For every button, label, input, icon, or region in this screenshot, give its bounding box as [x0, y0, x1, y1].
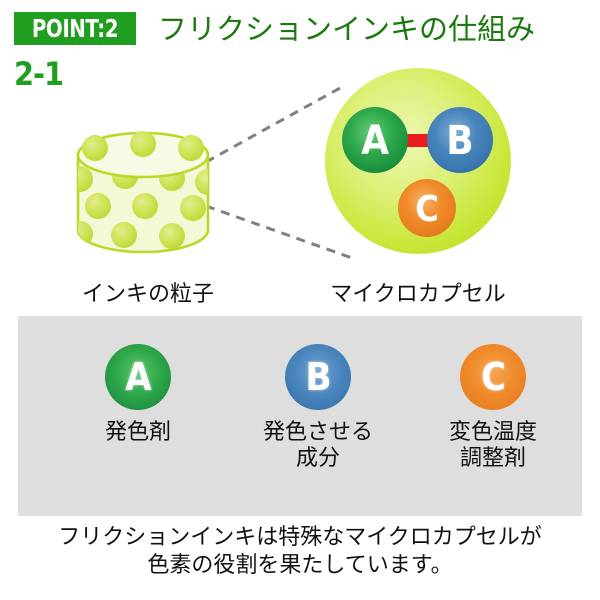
caption-line-1: フリクションインキは特殊なマイクロカプセルが: [58, 525, 542, 550]
legend-label-b-line2: 成分: [295, 445, 340, 471]
molecule-b: B: [427, 107, 493, 173]
connector-lines: [205, 86, 353, 260]
ink-particle-label: インキの粒子: [81, 282, 214, 307]
legend-label-a-line1: 発色剤: [104, 420, 171, 445]
page-title: フリクションインキの仕組み: [158, 12, 536, 46]
point-badge-label: POINT:2: [31, 14, 119, 43]
legend-panel: A 発色剤 B 発色させる 成分 C 変色温度 調整剤: [18, 316, 582, 516]
legend-bubble-b: B: [285, 344, 351, 410]
legend-label-b: 発色させる 成分: [228, 420, 408, 472]
ink-particle-cylinder: [76, 131, 210, 254]
legend-bubble-c-letter: C: [480, 355, 506, 399]
legend-item-a: A 発色剤: [48, 344, 228, 446]
legend-bubble-a: A: [105, 344, 171, 410]
molecule-a: A: [342, 107, 408, 173]
legend-label-c-line1: 変色温度: [448, 420, 537, 445]
svg-text:C: C: [415, 189, 439, 230]
legend-bubble-c: C: [460, 344, 526, 410]
svg-text:A: A: [361, 118, 389, 164]
legend-item-b: B 発色させる 成分: [228, 344, 408, 472]
legend-label-b-line1: 発色させる: [262, 420, 373, 445]
legend-label-c-line2: 調整剤: [459, 445, 526, 471]
legend-label-a: 発色剤: [48, 420, 228, 446]
legend-bubble-b-letter: B: [305, 355, 331, 399]
caption: フリクションインキは特殊なマイクロカプセルが 色素の役割を果たしています。: [0, 524, 600, 579]
micro-capsule-label: マイクロカプセル: [330, 282, 506, 307]
molecule-c: C: [398, 179, 456, 237]
svg-text:B: B: [446, 118, 473, 164]
legend-bubble-a-letter: A: [125, 355, 151, 399]
caption-line-2: 色素の役割を果たしています。: [147, 552, 453, 578]
legend-item-c: C 変色温度 調整剤: [403, 344, 583, 472]
legend-label-c: 変色温度 調整剤: [403, 420, 583, 472]
point-badge: POINT:2: [14, 12, 136, 45]
micro-capsule: A B C: [325, 68, 511, 254]
section-number: 2-1: [14, 55, 64, 93]
diagram-area: A B C: [0, 60, 600, 310]
